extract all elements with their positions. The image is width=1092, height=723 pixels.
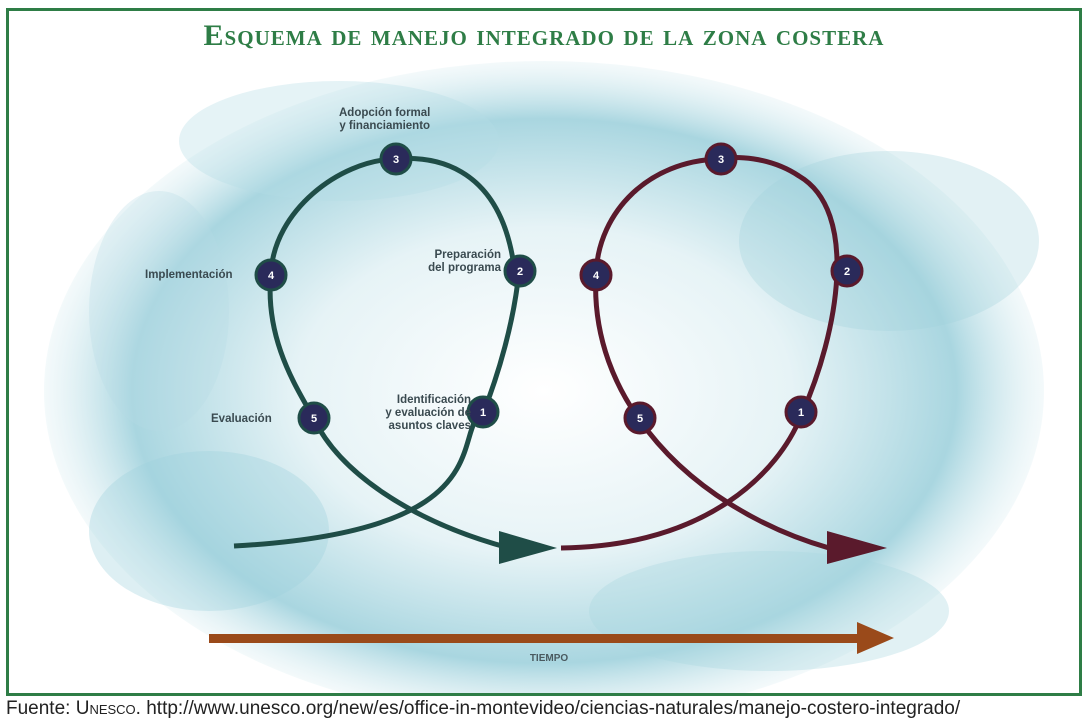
- node-cycle1-step-2: 2: [503, 254, 537, 288]
- svg-text:3: 3: [718, 154, 724, 166]
- cycle-1-arrowhead: [499, 531, 557, 564]
- node-cycle2-step-3: 3: [704, 142, 738, 176]
- node-cycle1-step-5: 5: [297, 401, 331, 435]
- svg-text:3: 3: [393, 154, 399, 166]
- svg-text:4: 4: [593, 270, 600, 282]
- source-citation: Fuente: Unesco. http://www.unesco.org/ne…: [6, 698, 961, 719]
- svg-text:1: 1: [480, 407, 486, 419]
- watercolor-background: [44, 61, 1044, 693]
- svg-text:1: 1: [798, 407, 804, 419]
- timeline-arrow: [209, 622, 894, 654]
- svg-text:2: 2: [517, 266, 523, 278]
- node-cycle1-step-4: 4: [254, 258, 288, 292]
- cycle-diagram: 3 2 4 5 1 3 2 4 5 1 TIEMPO: [44, 61, 1044, 693]
- svg-text:2: 2: [844, 266, 850, 278]
- label-step-5: Evaluación: [211, 413, 272, 425]
- cycle-2-nodes: 3 2 4 5 1: [579, 142, 864, 435]
- svg-text:5: 5: [637, 413, 643, 425]
- node-cycle1-step-3: 3: [379, 142, 413, 176]
- source-url: . http://www.unesco.org/new/es/office-in…: [135, 698, 961, 719]
- node-cycle2-step-5: 5: [623, 401, 657, 435]
- cycle-2-arrowhead: [827, 531, 887, 564]
- cycle-1-nodes: 3 2 4 5 1: [254, 142, 537, 435]
- source-org: Unesco: [75, 698, 136, 719]
- node-cycle2-step-4: 4: [579, 258, 613, 292]
- timeline-label: TIEMPO: [530, 653, 569, 664]
- node-cycle1-step-1: 1: [466, 395, 500, 429]
- figure-frame: Esquema de manejo integrado de la zona c…: [6, 8, 1082, 696]
- svg-text:5: 5: [311, 413, 317, 425]
- svg-text:4: 4: [268, 270, 275, 282]
- node-cycle2-step-1: 1: [784, 395, 818, 429]
- figure-title: Esquema de manejo integrado de la zona c…: [203, 19, 885, 52]
- node-cycle2-step-2: 2: [830, 254, 864, 288]
- label-step-4: Implementación: [145, 269, 233, 281]
